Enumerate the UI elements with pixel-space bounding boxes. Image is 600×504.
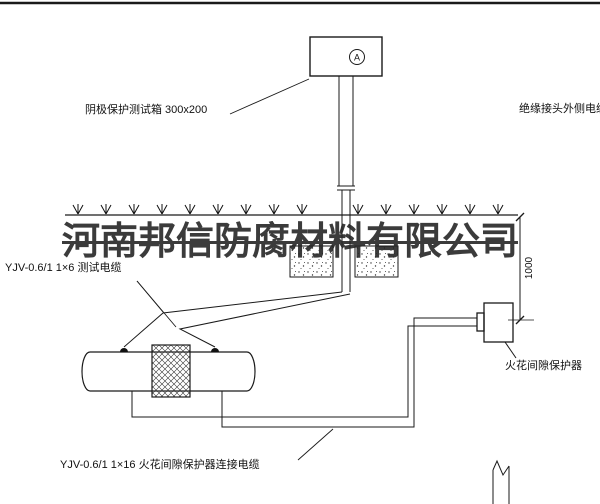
pipeline [81, 344, 256, 398]
insulating-joint [151, 344, 191, 398]
dimension-text: 1000 [524, 256, 535, 279]
outer-cable-label: 绝缘接头外侧电缆 [519, 103, 600, 115]
company-watermark: 河南邦信防腐材料有限公司 [62, 221, 519, 263]
spark-gap-label: 火花间隙保护器 [505, 360, 582, 372]
protector-cable-label: YJV-0.6/1 1×16 火花间隙保护器连接电缆 [60, 459, 260, 471]
support-post [337, 76, 355, 292]
pipe-riser-partial [492, 459, 510, 504]
foundation-blocks [289, 245, 399, 278]
spark-gap-protector-symbol [476, 302, 517, 359]
protector-cables [131, 317, 477, 428]
test-box-symbol: A [309, 36, 383, 77]
test-cable-label: YJV-0.6/1 1×6 测试电缆 [5, 262, 122, 274]
meter-letter: A [354, 53, 360, 63]
test-cables [123, 291, 351, 348]
ground-line [65, 203, 518, 216]
leader-lines [136, 78, 334, 461]
meter-circle [349, 49, 365, 65]
dimension-1000: 1000 [508, 212, 535, 325]
test-box-label: 阴极保护测试箱 300x200 [85, 104, 208, 116]
cable-terminals [120, 348, 219, 352]
